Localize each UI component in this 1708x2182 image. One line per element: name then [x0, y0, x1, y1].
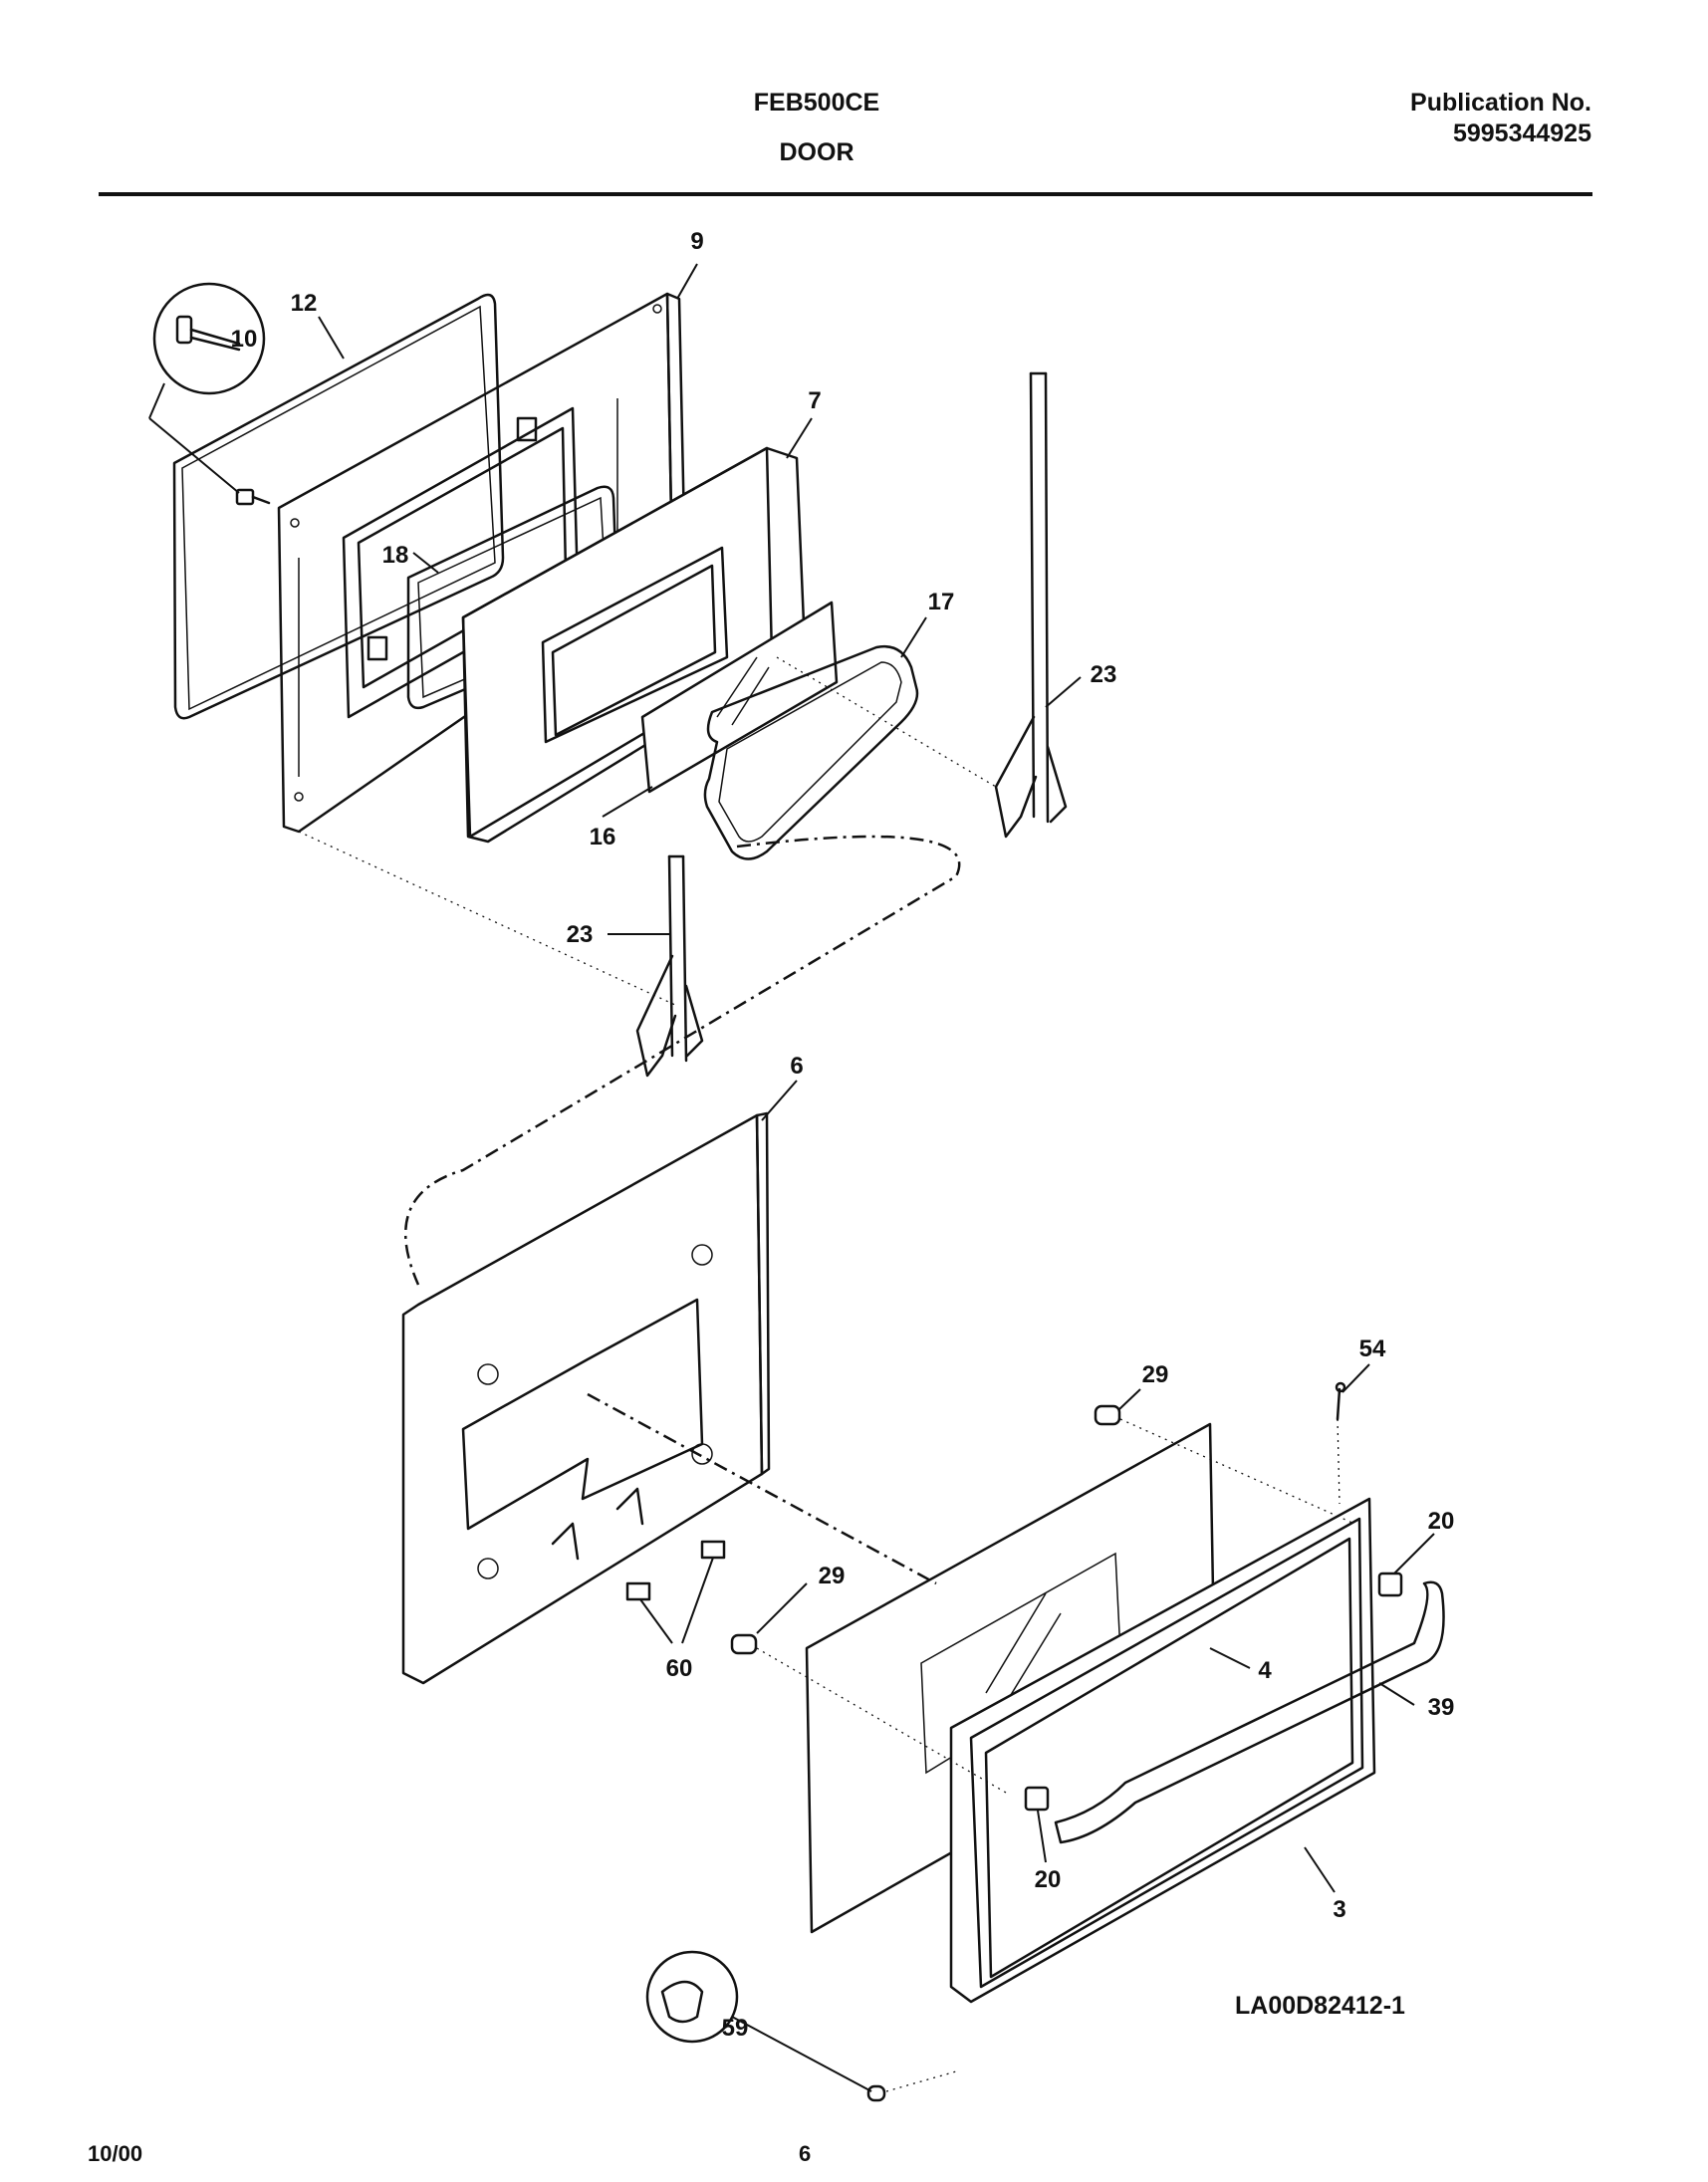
leader-lines: [318, 263, 1435, 1893]
assembly-lines: [298, 656, 1355, 2092]
publication-label: Publication No.: [1410, 89, 1591, 117]
callout-60: 60: [666, 1655, 693, 1682]
callout-39: 39: [1428, 1694, 1455, 1721]
door-gasket-part: [172, 293, 505, 720]
header-rule: [99, 192, 1592, 196]
callout-4: 4: [1258, 1657, 1272, 1684]
spacer-parts: [730, 1404, 1121, 1655]
screw-detail-part: [148, 282, 271, 506]
frame-screw-part: [1335, 1381, 1346, 1421]
callout-29-bottom: 29: [819, 1563, 846, 1589]
handle-mount-part: [1024, 1572, 1403, 1812]
hinge-left-part: [635, 854, 704, 1078]
outer-door-panel-part: [401, 1111, 771, 1685]
callout-16: 16: [590, 824, 616, 850]
door-handle-part: [1054, 1580, 1445, 1844]
bumper-detail-part: [645, 1950, 886, 2102]
drawing-id: LA00D82412-1: [1235, 1992, 1405, 2020]
callout-labels: 9 12 10 7 18 17 23 16 23 6 29 54 20 29 4…: [231, 228, 1455, 2042]
door-frame-part: [949, 1497, 1376, 2004]
callout-3: 3: [1333, 1896, 1345, 1923]
callout-29-top: 29: [1142, 1361, 1169, 1388]
section-title: DOOR: [779, 138, 854, 166]
clip-parts: [625, 1540, 726, 1601]
callout-6: 6: [790, 1053, 803, 1080]
publication-number: 5995344925: [1452, 120, 1591, 147]
callout-12: 12: [291, 290, 318, 317]
page-number: 6: [799, 2141, 812, 2166]
glass-retainer-part: [703, 644, 919, 860]
callout-23-right: 23: [1091, 661, 1117, 688]
callout-17: 17: [928, 589, 955, 615]
callout-20-bottom: 20: [1035, 1866, 1062, 1893]
callout-54: 54: [1359, 1335, 1386, 1362]
callout-9: 9: [690, 228, 703, 255]
callout-7: 7: [808, 387, 821, 414]
model-number: FEB500CE: [753, 89, 880, 117]
footer-date: 10/00: [88, 2141, 143, 2166]
callout-18: 18: [382, 542, 409, 569]
callout-23-left: 23: [567, 921, 594, 948]
callout-59: 59: [722, 2015, 749, 2042]
callout-10: 10: [231, 326, 258, 353]
callout-20-top: 20: [1428, 1508, 1455, 1535]
hinge-right-part: [994, 371, 1068, 839]
